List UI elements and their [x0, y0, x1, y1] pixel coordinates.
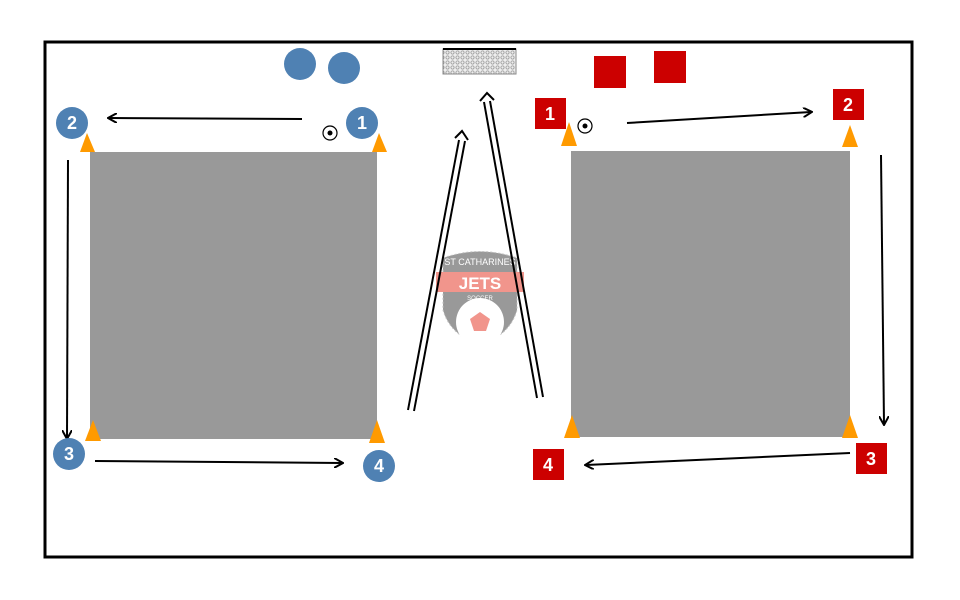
pass-arrow-left-2-3 [67, 159, 68, 438]
soccer-ball-icon [322, 125, 338, 141]
player-number: 3 [64, 444, 74, 464]
pass-arrow-left-3-4 [94, 461, 342, 463]
player-number: 1 [357, 113, 367, 133]
logo-text-bottom: SOCCER [467, 296, 493, 302]
cone-icon [369, 420, 385, 443]
dribble-path-left [407, 129, 469, 412]
cone-icon [372, 133, 387, 152]
left-grid [90, 152, 377, 439]
pass-arrow-left-1-2 [109, 118, 303, 119]
blue-player-4: 4 [363, 450, 395, 482]
dribble-path-right [479, 91, 544, 399]
cone-icon [842, 125, 858, 147]
red-player-1: 1 [535, 98, 566, 129]
blue-player-2: 2 [56, 107, 88, 139]
blue-player-3: 3 [53, 438, 85, 470]
player-number: 2 [843, 95, 853, 115]
cone-icon [561, 122, 577, 146]
cone-icon [80, 133, 95, 152]
logo-text-main: JETS [459, 274, 502, 293]
club-logo: ST CATHARINES JETS SOCCER [436, 251, 524, 346]
logo-text-top: ST CATHARINES [444, 257, 515, 267]
pass-arrow-right-3-4 [586, 452, 851, 465]
cone-icon [842, 415, 858, 438]
soccer-ball-icon [577, 118, 593, 134]
cone-icon [564, 415, 580, 438]
right-grid [571, 151, 850, 437]
player-number: 2 [67, 113, 77, 133]
blue-player-waiting [284, 48, 316, 80]
blue-player-waiting [328, 52, 360, 84]
blue-player-1: 1 [346, 107, 378, 139]
pass-arrow-right-2-3 [881, 154, 884, 424]
red-player-3: 3 [856, 443, 887, 474]
red-player-waiting [594, 56, 626, 88]
player-number: 4 [543, 455, 553, 475]
red-player-waiting [654, 51, 686, 83]
pass-arrow-right-1-2 [626, 112, 811, 124]
goal [442, 48, 517, 75]
cones [80, 122, 858, 443]
player-number: 1 [545, 104, 555, 124]
red-player-2: 2 [833, 89, 864, 120]
cone-icon [85, 420, 101, 441]
player-number: 3 [866, 449, 876, 469]
red-player-4: 4 [533, 449, 564, 480]
player-number: 4 [374, 456, 384, 476]
